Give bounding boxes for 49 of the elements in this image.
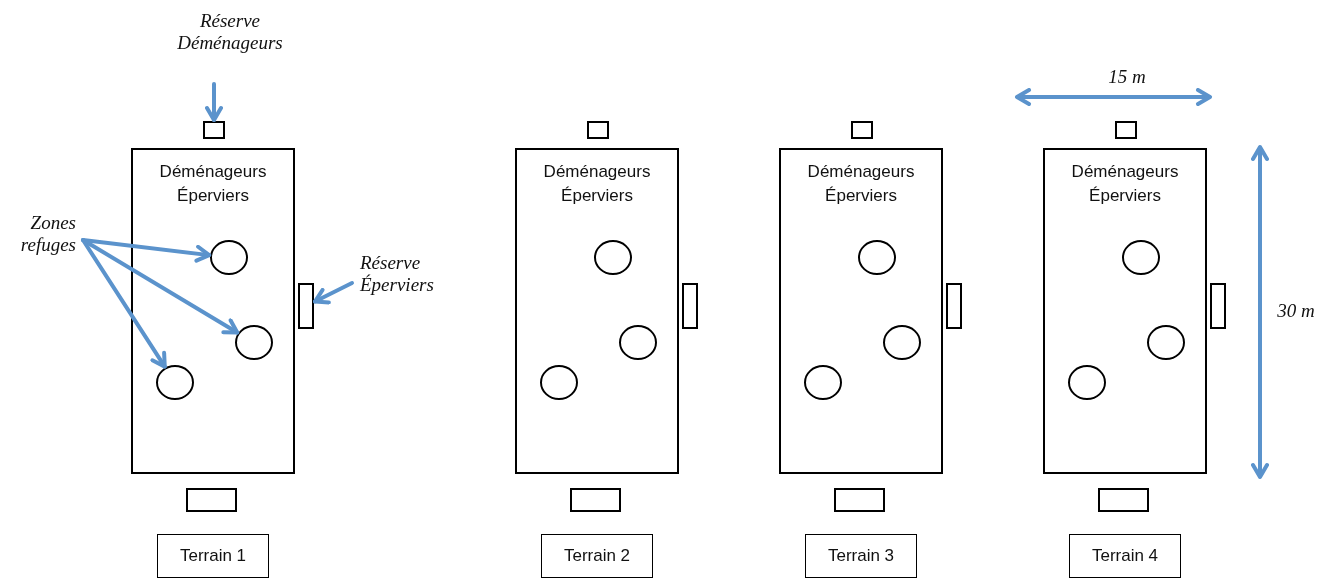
callout-text: Réserve Éperviers	[360, 252, 460, 296]
refuge-circle	[210, 240, 248, 275]
dimension-label: 15 m	[1107, 66, 1147, 88]
playing-field	[515, 148, 679, 474]
base-box	[570, 488, 621, 512]
team-name: Déménageurs	[1071, 161, 1179, 183]
arrow	[81, 238, 167, 369]
reserve-box	[682, 283, 698, 329]
reserve-box	[298, 283, 314, 329]
team-name: Éperviers	[177, 185, 249, 207]
team-name: Déménageurs	[159, 161, 267, 183]
base-box	[186, 488, 237, 512]
reserve-box	[203, 121, 225, 139]
reserve-box	[1210, 283, 1226, 329]
callout-text: Zones refuges	[4, 212, 76, 256]
refuge-circle	[883, 325, 921, 360]
playing-field	[779, 148, 943, 474]
refuge-circle	[858, 240, 896, 275]
playing-field	[131, 148, 295, 474]
reserve-box	[946, 283, 962, 329]
base-box	[1098, 488, 1149, 512]
team-name: Déménageurs	[807, 161, 915, 183]
refuge-circle	[156, 365, 194, 400]
reserve-box	[851, 121, 873, 139]
terrain-label: Terrain 3	[805, 534, 917, 578]
playing-field	[1043, 148, 1207, 474]
refuge-circle	[1068, 365, 1106, 400]
base-box	[834, 488, 885, 512]
arrow	[205, 82, 223, 122]
team-name: Éperviers	[1089, 185, 1161, 207]
terrain-label: Terrain 1	[157, 534, 269, 578]
team-name: Déménageurs	[543, 161, 651, 183]
refuge-circle	[540, 365, 578, 400]
refuge-circle	[619, 325, 657, 360]
refuge-circle	[804, 365, 842, 400]
refuge-circle	[1147, 325, 1185, 360]
callout-text: Réserve Déménageurs	[150, 10, 310, 54]
refuge-circle	[594, 240, 632, 275]
team-name: Éperviers	[825, 185, 897, 207]
refuge-circle	[1122, 240, 1160, 275]
terrain-label: Terrain 4	[1069, 534, 1181, 578]
refuge-circle	[235, 325, 273, 360]
dimension-label: 30 m	[1276, 300, 1316, 322]
arrow	[81, 238, 212, 263]
arrow	[313, 281, 354, 305]
team-name: Éperviers	[561, 185, 633, 207]
reserve-box	[1115, 121, 1137, 139]
terrain-label: Terrain 2	[541, 534, 653, 578]
reserve-box	[587, 121, 609, 139]
